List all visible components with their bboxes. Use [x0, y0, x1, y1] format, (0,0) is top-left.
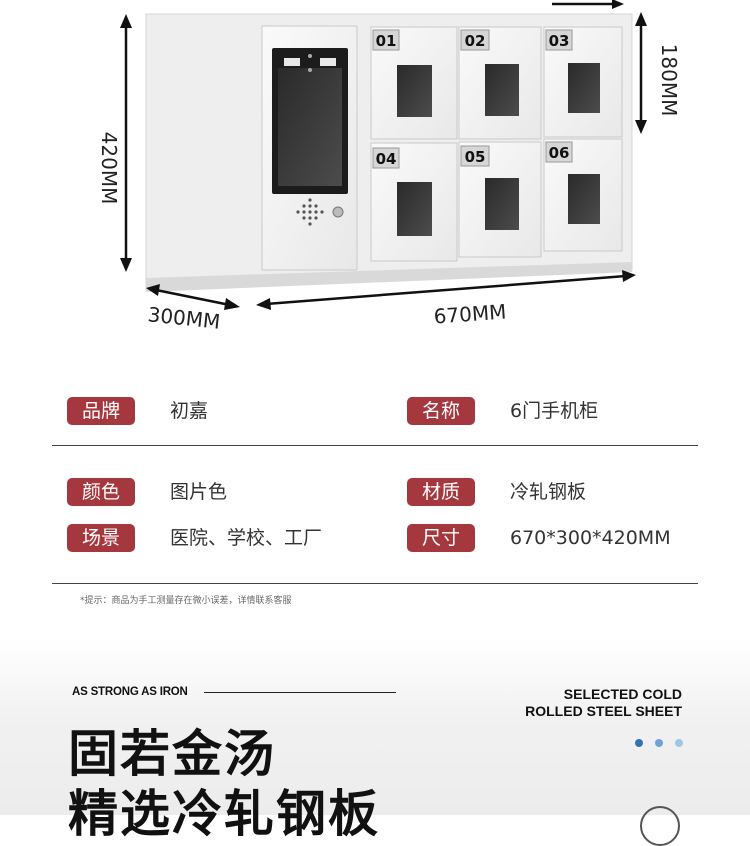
product-illustration: 01 02 03 04 05 06 — [97, 0, 681, 334]
divider — [52, 445, 698, 446]
label-scene: 场景 — [67, 524, 135, 552]
door-number: 01 — [376, 32, 397, 50]
dim-door-height-label: 180MM — [657, 44, 681, 117]
measurement-note: *提示：商品为手工测量存在微小误差，详情联系客服 — [80, 596, 292, 606]
locker-door-01: 01 — [370, 26, 458, 140]
dim-width-label: 670MM — [433, 299, 507, 328]
label-name: 名称 — [407, 397, 475, 425]
label-brand: 品牌 — [67, 397, 135, 425]
lock-icon — [332, 206, 344, 218]
control-panel — [261, 25, 358, 271]
carousel-dot-active — [635, 739, 643, 747]
door-number: 04 — [376, 150, 397, 168]
value-size: 670*300*420MM — [510, 527, 671, 549]
promo-subtitle: SELECTED COLD ROLLED STEEL SHEET — [442, 686, 682, 720]
door-number: 02 — [465, 32, 486, 50]
locker-door-05: 05 — [458, 141, 542, 258]
value-name: 6门手机柜 — [510, 400, 599, 422]
label-size: 尺寸 — [407, 524, 475, 552]
tagline-rule — [204, 692, 396, 693]
door-number: 05 — [465, 148, 486, 166]
decorative-circle — [640, 806, 680, 846]
door-number: 06 — [549, 144, 570, 162]
locker-door-04: 04 — [370, 142, 458, 262]
carousel-dot — [675, 739, 683, 747]
value-scene: 医院、学校、工厂 — [170, 527, 323, 549]
promo-banner — [0, 640, 750, 815]
carousel-dot — [655, 739, 663, 747]
locker-door-06: 06 — [543, 138, 623, 252]
label-material: 材质 — [407, 478, 475, 506]
speaker-icon — [296, 198, 324, 226]
value-color: 图片色 — [170, 481, 228, 503]
door-number: 03 — [549, 32, 570, 50]
dim-height-label: 420MM — [97, 132, 121, 205]
label-color: 颜色 — [67, 478, 135, 506]
locker-door-03: 03 — [543, 26, 623, 138]
promo-title-line1: 固若金汤 — [68, 725, 276, 783]
value-material: 冷轧钢板 — [510, 481, 587, 503]
locker-door-02: 02 — [458, 26, 542, 140]
dim-depth-label: 300MM — [147, 302, 222, 333]
divider — [52, 583, 698, 584]
dimension-arrows — [120, 0, 647, 310]
promo-title-line2: 精选冷轧钢板 — [68, 785, 380, 843]
promo-subtitle-line1: SELECTED COLD — [563, 686, 682, 702]
value-brand: 初嘉 — [170, 400, 209, 422]
promo-tagline: AS STRONG AS IRON — [72, 686, 188, 698]
promo-subtitle-line2: ROLLED STEEL SHEET — [525, 703, 682, 719]
